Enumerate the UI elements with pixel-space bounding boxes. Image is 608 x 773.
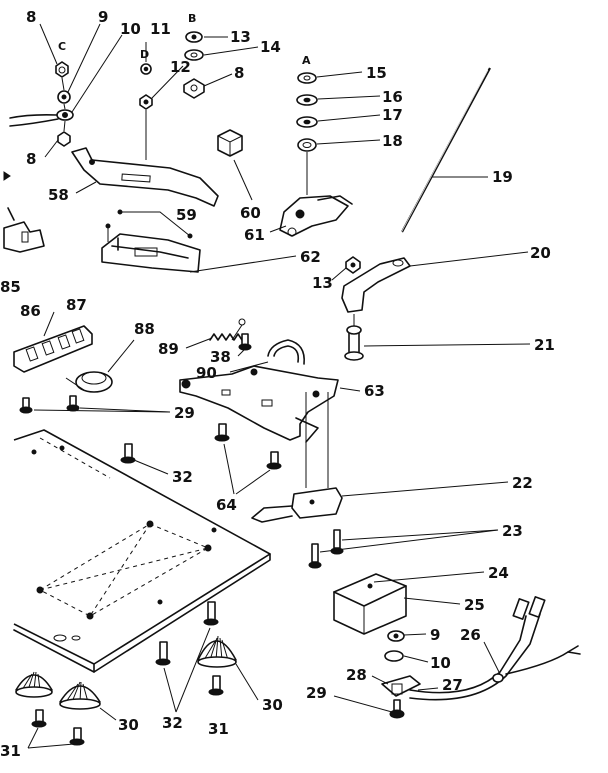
callout-25: 25 (464, 596, 485, 614)
part-21-pivot (344, 314, 531, 361)
callout-8-top: 8 (26, 8, 36, 26)
screws-32 (120, 443, 219, 713)
washer-stack-right (296, 71, 381, 195)
part-89-spring (185, 318, 246, 349)
hardware-stack-middle (139, 31, 259, 160)
callout-62: 62 (300, 248, 321, 266)
callout-31-left: 31 (0, 742, 21, 760)
part-25-box (333, 571, 485, 635)
letter-a: A (302, 54, 311, 67)
callout-13-top: 13 (230, 28, 251, 46)
callout-38: 38 (210, 348, 231, 366)
part-62-base (101, 209, 297, 273)
letter-b: B (188, 12, 196, 25)
callout-16: 16 (382, 88, 403, 106)
callout-29-lower: 29 (306, 684, 327, 702)
left-edge-fragments (3, 171, 45, 253)
callout-32-upper: 32 (172, 468, 193, 486)
part-28-clamp (371, 675, 439, 697)
callout-17: 17 (382, 106, 403, 124)
callout-28: 28 (346, 666, 367, 684)
callout-32-lower: 32 (162, 714, 183, 732)
callout-13-mid: 13 (312, 274, 333, 292)
part-88-knob (65, 339, 135, 393)
screw-29-lower (333, 695, 405, 719)
callout-18: 18 (382, 132, 403, 150)
screws-23 (308, 529, 499, 569)
letter-c: C (58, 40, 66, 53)
callout-90: 90 (196, 364, 217, 382)
hardware-stack-left (9, 23, 123, 158)
callout-19: 19 (492, 168, 513, 186)
part-60-block (217, 129, 253, 201)
part-38-screw (237, 333, 252, 357)
callout-9-top: 9 (98, 8, 108, 26)
callout-15: 15 (366, 64, 387, 82)
callout-86: 86 (20, 302, 41, 320)
part-58-arm (71, 147, 219, 207)
hardware-lower-right (384, 630, 429, 663)
callout-58: 58 (48, 186, 69, 204)
callout-29-left: 29 (174, 404, 195, 422)
callout-23: 23 (502, 522, 523, 540)
callout-8-mid: 8 (234, 64, 244, 82)
callout-10-top: 10 (120, 20, 141, 38)
callout-11: 11 (150, 20, 171, 38)
callout-labels: 8 9 10 11 13 14 12 8 15 16 17 18 19 8 58… (0, 8, 555, 760)
feet-30 (15, 635, 259, 721)
callout-64: 64 (216, 496, 237, 514)
callout-9-lower: 9 (430, 626, 440, 644)
callout-10-lower: 10 (430, 654, 451, 672)
callout-24: 24 (488, 564, 509, 582)
callout-14: 14 (260, 38, 281, 56)
part-87-rail (13, 311, 93, 373)
callout-88: 88 (134, 320, 155, 338)
part-19-rod (400, 67, 491, 234)
callout-8-left: 8 (26, 150, 36, 168)
screws-64 (214, 423, 282, 495)
callout-12: 12 (170, 58, 191, 76)
part-26-cable (409, 596, 581, 701)
callout-61: 61 (244, 226, 265, 244)
screws-31 (27, 675, 224, 749)
base-board (13, 429, 271, 673)
screws-29-left (19, 395, 171, 414)
part-61-cartridge (269, 195, 353, 237)
callout-59: 59 (176, 206, 197, 224)
part-22-switch (251, 392, 509, 523)
letter-d: D (140, 48, 149, 61)
callout-20: 20 (530, 244, 551, 262)
callout-87: 87 (66, 296, 87, 314)
callout-27: 27 (442, 676, 463, 694)
callout-31-middle: 31 (208, 720, 229, 738)
callout-30-left: 30 (118, 716, 139, 734)
callout-85: 85 (0, 278, 21, 296)
callout-30-right: 30 (262, 696, 283, 714)
callout-22: 22 (512, 474, 533, 492)
callout-60: 60 (240, 204, 261, 222)
part-20-bracket (331, 251, 529, 313)
callout-89: 89 (158, 340, 179, 358)
callout-26: 26 (460, 626, 481, 644)
callout-21: 21 (534, 336, 555, 354)
part-63-plate (179, 365, 361, 443)
callout-63: 63 (364, 382, 385, 400)
